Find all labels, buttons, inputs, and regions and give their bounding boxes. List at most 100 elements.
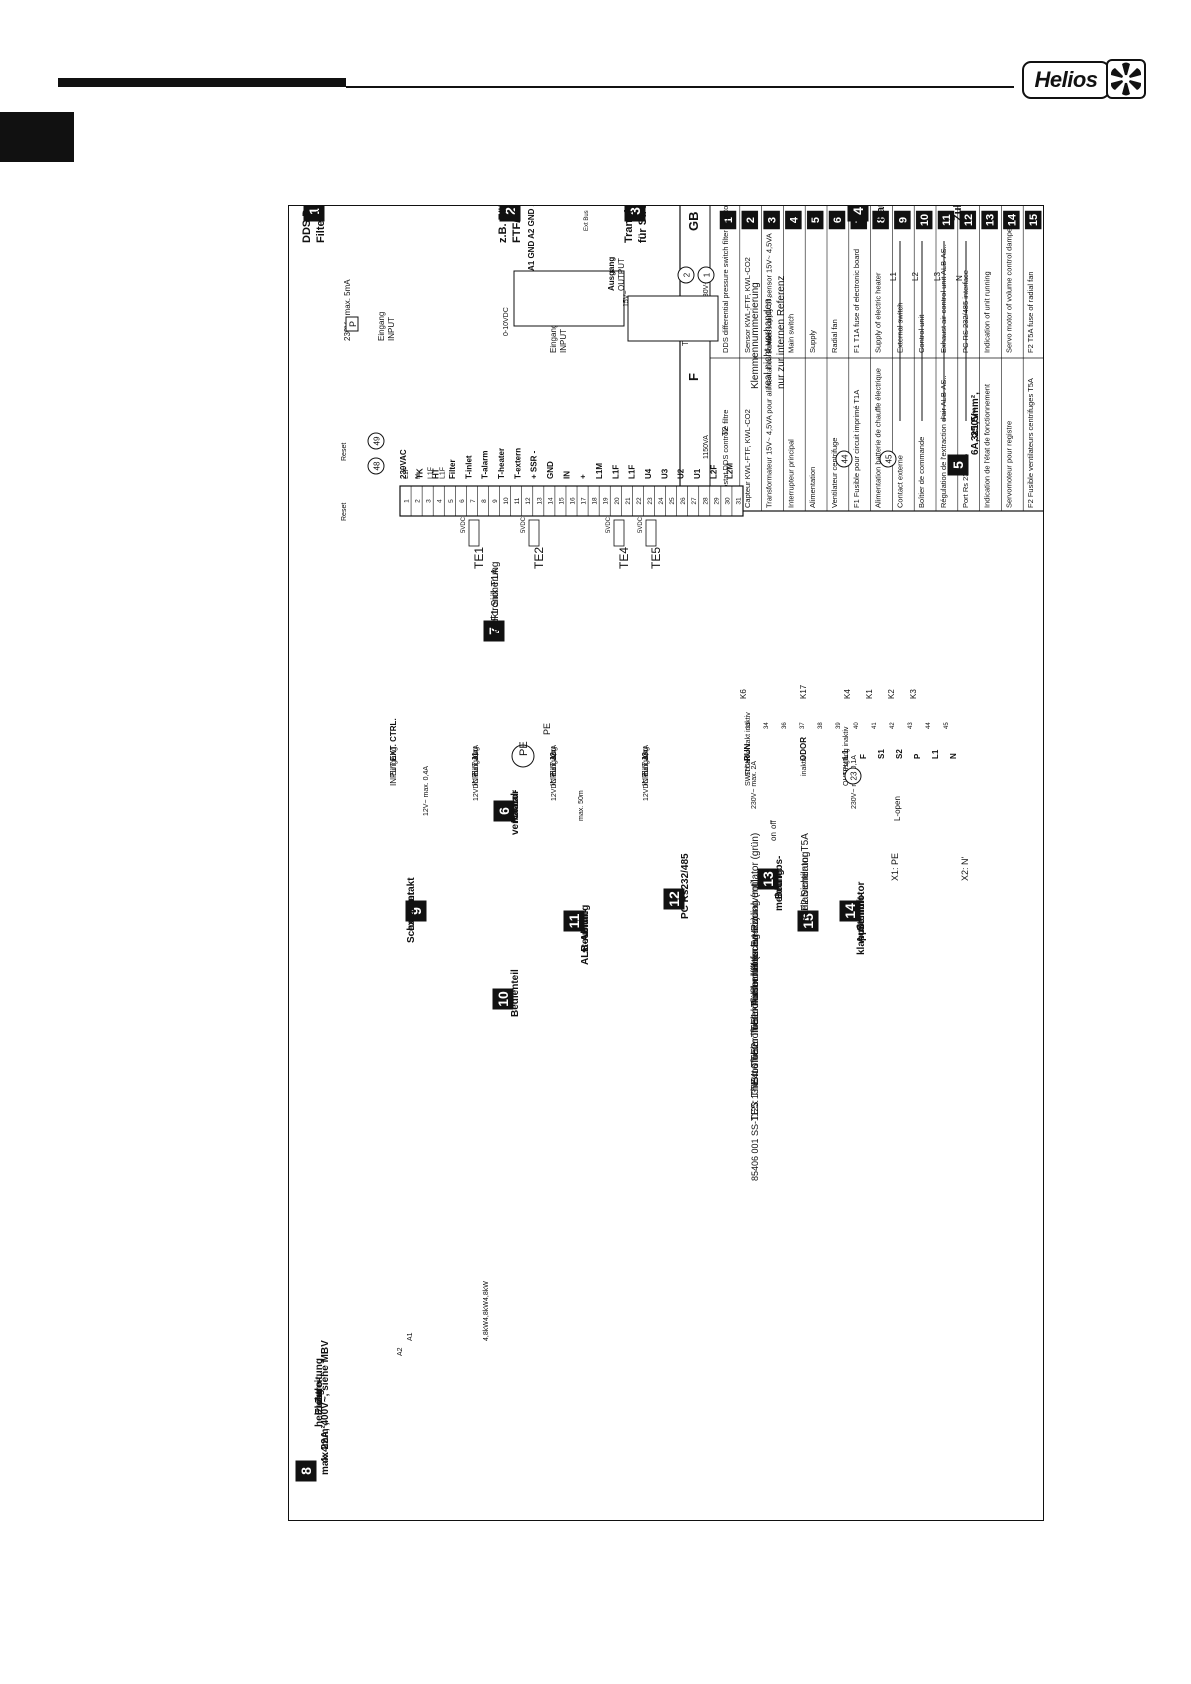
block12-spec: 12VDC max. 0,4A (643, 745, 650, 801)
block3-230v: 230V~ (703, 281, 710, 301)
relay-terminal-number: 33 (746, 722, 752, 729)
sensor-te2: TE4 (617, 547, 631, 569)
terminal-group-label: L1F (628, 465, 637, 479)
legend-num-box (1003, 210, 1020, 230)
relay-terminal-number: 42 (890, 722, 896, 729)
sensor-te1: TE2 (532, 547, 546, 569)
block4-number-box (847, 205, 869, 222)
terminal-number: 4 (437, 499, 444, 503)
fuse-marker-23: 23 (850, 771, 859, 780)
terminal-number: 3 (426, 499, 433, 503)
block2-pins: A1 GND A2 GND 24V~ (527, 205, 536, 271)
legend-num-box (785, 210, 802, 230)
terminal-number: 11 (514, 497, 521, 504)
sensor-te3: TE5 (649, 547, 663, 569)
legend-row-gb: F1 T1A fuse of electronic board (852, 249, 861, 353)
relay-terminal-number: 40 (854, 722, 860, 729)
terminal-number: 24 (658, 497, 665, 505)
fan-logo-icon (1106, 59, 1146, 99)
legend-row-gb: PC RS 232/485 interface (961, 270, 970, 353)
sensor-5vdc: 5VDC (521, 516, 527, 533)
block8-spec-1: 4x4mm², (320, 1422, 331, 1463)
legend-row-number: 13 (985, 214, 997, 226)
terminal-group-label: U1 (693, 468, 702, 479)
block12-number-box (663, 888, 685, 910)
odor-inaktiv: inaktiv (801, 756, 808, 776)
block1-title-1: DDS Drucksensor (301, 205, 313, 243)
supply-marker-45: 45 (885, 454, 894, 463)
block5-number: 5 (950, 461, 966, 469)
reset-label-2: Reset (341, 503, 348, 521)
legend-row-gb: Indication of unit running (983, 271, 992, 353)
terminal-number: 8 (481, 499, 488, 503)
block2-0-10vdc: 0-10VDC (503, 307, 510, 336)
block9-title-2: Schaltkontakt (406, 877, 417, 943)
block10-number: 10 (495, 991, 511, 1007)
block8-number-box (295, 1460, 317, 1482)
sensor-element (613, 519, 625, 547)
supply-line-L1: L1 (889, 272, 898, 281)
block1-input-de: Eingang (377, 312, 386, 341)
terminal-number: 18 (592, 497, 599, 505)
legend-row-number: 14 (1006, 213, 1018, 226)
block11-title-2: steuerung (580, 905, 591, 953)
block11-spec: 12VDC max. 0,4A (551, 745, 558, 801)
terminal-number: 19 (603, 497, 610, 505)
terminal-group-label: T-inlet (464, 455, 473, 479)
terminal-group-label: L2M (726, 463, 735, 479)
block13-on: on (769, 832, 778, 841)
block5-number-box (947, 454, 969, 476)
header-rule (346, 86, 1014, 88)
transformer-marker-2-ring (677, 266, 695, 284)
j2-label: J2 (549, 752, 558, 761)
relay-terminal-label: P (913, 753, 922, 759)
terminal-group-label: L1M (595, 463, 604, 479)
transformer-marker-2: 2 (683, 272, 692, 277)
legend-row-number: 6 (832, 217, 844, 223)
heater-element-rating: 4,8kW (483, 1281, 490, 1301)
legend-row-number: 3 (767, 217, 779, 223)
terminal-group-label: HT (432, 468, 441, 479)
block13-number: 13 (760, 871, 776, 887)
terminal-49-marker: 49 (373, 436, 382, 445)
block13-number-box (757, 868, 779, 890)
block14-number-box (839, 900, 861, 922)
terminal-number: 12 (525, 497, 532, 505)
block12-number: 12 (666, 891, 682, 907)
odor-label: ODOR (799, 737, 808, 761)
sensor-element (468, 519, 480, 547)
terminal-group-label: GND (546, 461, 555, 479)
terminal-number: 23 (647, 497, 654, 505)
relay-terminal-number: 37 (800, 722, 806, 729)
fan-motor-icon (511, 744, 535, 768)
terminal-group-label: L1F (611, 465, 620, 479)
legend-row-number: 11 (941, 214, 953, 226)
relay-K6: K6 (739, 689, 748, 699)
relay-K3: K3 (909, 689, 918, 699)
block7-title-1: F1 Sicherung (490, 562, 501, 621)
relay-terminal-number: 39 (836, 722, 842, 729)
sensor-5vdc: 5VDC (461, 516, 467, 533)
legend-num-box (937, 210, 955, 230)
supply-line-L3: L3 (933, 272, 942, 281)
block9-12v: 12V~ max. 0,4A (423, 766, 430, 816)
legend-row-fr: Ventilateur centrifuge (830, 438, 839, 508)
block10-input-de: Eingang (471, 747, 480, 776)
block9-title-1: externer (406, 891, 417, 931)
block15-title-1: F2 Sicherung (800, 852, 811, 911)
terminal-group-label: 230VAC (399, 449, 408, 479)
terminal-number: 6 (459, 499, 466, 503)
legend-row-fr: Contact externe (895, 455, 904, 508)
terminal-group-label: T-heater (497, 448, 506, 479)
block10-number-box (492, 988, 514, 1010)
wiring-diagram-frame (288, 205, 1044, 1521)
block7-number: 7 (486, 627, 502, 635)
block2-extbus: Ext Bus (584, 210, 590, 231)
legend-row-fr: Servomoteur pour registre (1004, 421, 1013, 508)
heater-element-rating: 4,8kW (483, 1321, 490, 1341)
terminal-sub-label: L1F (403, 467, 410, 479)
block11-title-3: ALB-AS.. (580, 921, 591, 965)
block15-number-box (797, 910, 819, 932)
terminal-group-label: T-alarm (481, 451, 490, 479)
legend-row-fr: Indication de l'état de fonctionnement (983, 383, 992, 508)
